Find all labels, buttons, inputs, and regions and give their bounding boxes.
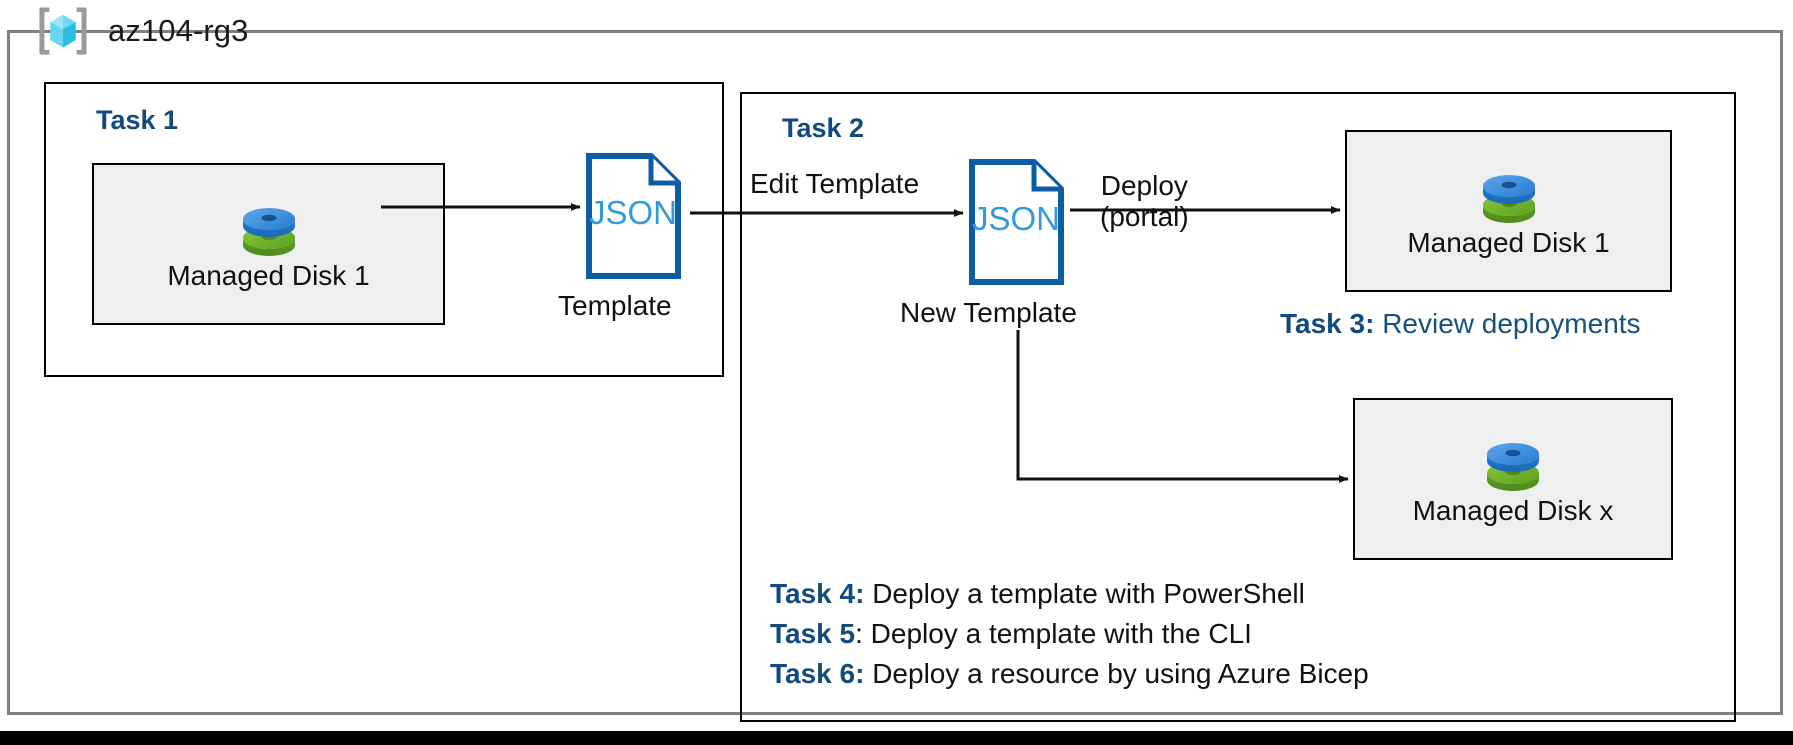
note-task-5-key: Task 5 <box>770 618 856 649</box>
note-task-4-key: Task 4: <box>770 578 865 609</box>
resource-card-managed-disk-x: Managed Disk x <box>1353 398 1673 560</box>
note-task-6-key: Task 6: <box>770 658 865 689</box>
resource-group-label: az104-rg3 <box>108 13 249 48</box>
managed-disk-icon <box>1476 164 1542 226</box>
bottom-black-bar <box>0 731 1793 745</box>
note-task-3: Task 3: Review deployments <box>1280 310 1641 338</box>
connector-caption-deploy-portal: Deploy (portal) <box>1100 170 1189 233</box>
json-badge-text: JSON <box>589 194 677 231</box>
note-task-4: Task 4: Deploy a template with PowerShel… <box>770 580 1305 608</box>
note-task-3-key: Task 3: <box>1280 308 1375 339</box>
resource-group-cube-icon <box>34 2 92 60</box>
resource-card-managed-disk-1-source: Managed Disk 1 <box>92 163 445 325</box>
json-badge-text: JSON <box>972 200 1060 237</box>
managed-disk-icon <box>1480 432 1546 494</box>
file-caption-template: Template <box>558 290 672 321</box>
deploy-caption-line-1: Deploy <box>1100 170 1188 201</box>
managed-disk-icon <box>236 197 302 259</box>
file-icon-template-json: JSON <box>585 152 682 280</box>
resource-card-label: Managed Disk x <box>1412 494 1614 526</box>
resource-card-managed-disk-1-deployed: Managed Disk 1 <box>1345 130 1672 292</box>
note-task-3-desc: Review deployments <box>1374 308 1641 339</box>
resource-card-label: Managed Disk 1 <box>167 259 370 291</box>
note-task-5-desc: : Deploy a template with the CLI <box>855 618 1252 649</box>
task-2-box <box>740 92 1736 722</box>
task-1-heading: Task 1 <box>96 105 179 135</box>
task-2-heading: Task 2 <box>782 113 865 143</box>
file-caption-new-template: New Template <box>900 297 1077 328</box>
task-1-box <box>44 82 724 377</box>
note-task-4-desc: Deploy a template with PowerShell <box>864 578 1305 609</box>
resource-card-label: Managed Disk 1 <box>1407 226 1610 258</box>
deploy-caption-line-2: (portal) <box>1100 201 1189 233</box>
connector-caption-edit-template: Edit Template <box>750 168 920 199</box>
resource-group-header: az104-rg3 <box>34 2 249 60</box>
note-task-5: Task 5: Deploy a template with the CLI <box>770 620 1252 648</box>
note-task-6: Task 6: Deploy a resource by using Azure… <box>770 660 1369 688</box>
resource-group-frame <box>7 30 1783 715</box>
file-icon-new-template-json: JSON <box>968 158 1065 286</box>
note-task-6-desc: Deploy a resource by using Azure Bicep <box>864 658 1369 689</box>
